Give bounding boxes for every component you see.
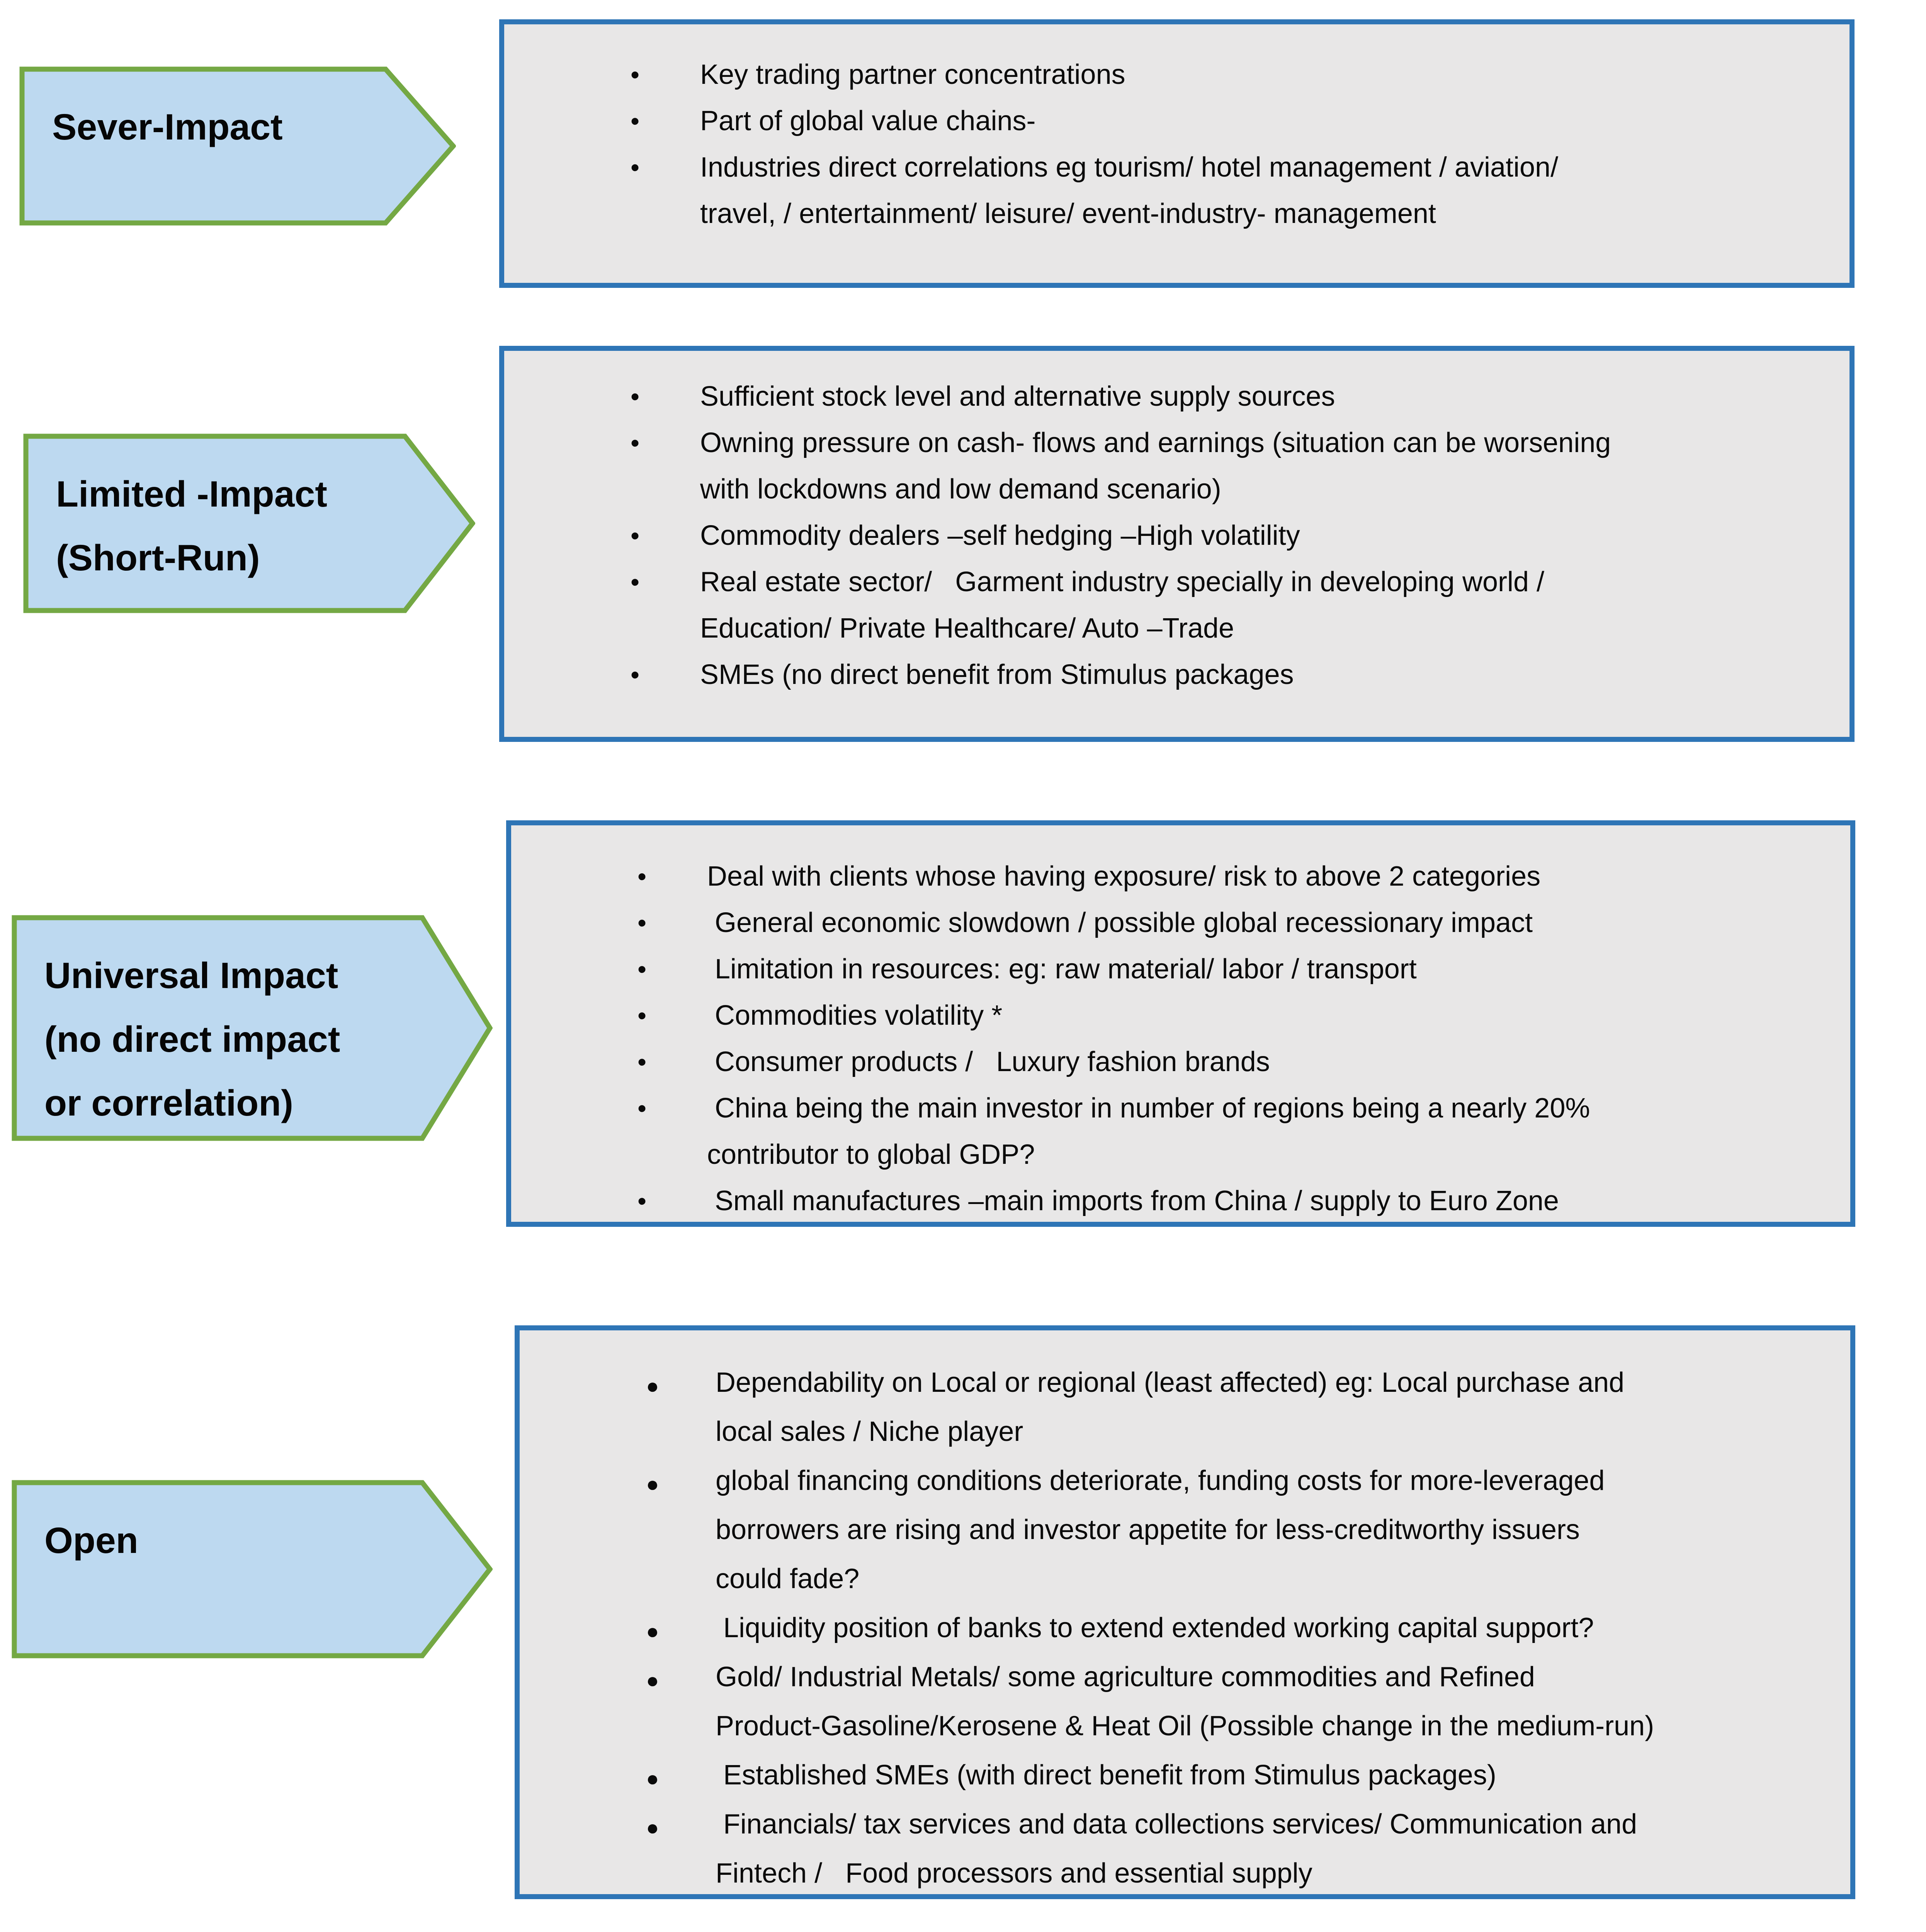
bullet-small-icon: • — [637, 1048, 647, 1076]
list-item: • Consumer products / Luxury fashion bra… — [511, 1039, 1850, 1085]
list-item-text: Commodities volatility * — [707, 1000, 1003, 1031]
bullet-small-icon: • — [631, 153, 640, 182]
arrow-shape-icon — [23, 434, 475, 613]
impact-label: Limited -Impact (Short-Run) — [56, 474, 328, 578]
list-item-text: Part of global value chains- — [700, 105, 1036, 136]
list-item-text: Sufficient stock level and alternative s… — [700, 381, 1335, 412]
bullet-small-icon: • — [637, 1187, 647, 1215]
bullet-list: • Deal with clients whose having exposure… — [511, 825, 1850, 1224]
list-item: ● Liquidity position of banks to extend … — [520, 1604, 1850, 1653]
impact-label: Sever-Impact — [52, 107, 283, 148]
impact-detail-box: • Key trading partner concentrations • Part… — [499, 19, 1855, 288]
list-item: • Commodity dealers –self hedging –High v… — [504, 512, 1850, 559]
list-item: • Commodities volatility * — [511, 992, 1850, 1039]
list-item: ● Established SMEs (with direct benefit … — [520, 1751, 1850, 1800]
impact-detail-box: • Sufficient stock level and alternative … — [499, 346, 1855, 742]
bullet-small-icon: • — [637, 862, 647, 891]
list-item-text: Financials/ tax services and data collec… — [716, 1809, 1637, 1889]
bullet-list: • Key trading partner concentrations • Part… — [504, 24, 1850, 237]
impact-label-arrow: Open — [12, 1480, 493, 1658]
list-item: • Part of global value chains- — [504, 98, 1850, 144]
list-item-text: Liquidity position of banks to extend ex… — [716, 1612, 1594, 1643]
bullet-large-icon: ● — [646, 1668, 659, 1692]
list-item: • Sufficient stock level and alternative … — [504, 373, 1850, 420]
bullet-small-icon: • — [631, 107, 640, 135]
bullet-list: • Sufficient stock level and alternative … — [504, 351, 1850, 698]
list-item-text: Deal with clients whose having exposure/… — [707, 861, 1541, 892]
arrow-shape-icon — [12, 915, 493, 1141]
impact-label: Open — [44, 1520, 138, 1561]
impact-label-arrow: Universal Impact (no direct impact or co… — [12, 915, 493, 1141]
bullet-small-icon: • — [637, 955, 647, 983]
list-item-text: Limitation in resources: eg: raw materia… — [707, 954, 1417, 985]
arrow-shape-icon — [12, 1480, 493, 1658]
list-item: ● Gold/ Industrial Metals/ some agricultu… — [520, 1653, 1850, 1751]
list-item: • Small manufactures –main imports from … — [511, 1178, 1850, 1224]
impact-detail-box: • Deal with clients whose having exposure… — [506, 820, 1855, 1227]
bullet-small-icon: • — [631, 660, 640, 689]
list-item: • Owning pressure on cash- flows and earn… — [504, 420, 1850, 512]
list-item: • Key trading partner concentrations — [504, 51, 1850, 98]
list-item-text: global financing conditions deteriorate,… — [716, 1465, 1605, 1594]
bullet-small-icon: • — [637, 1001, 647, 1030]
list-item-text: China being the main investor in number … — [707, 1093, 1590, 1170]
list-item: ● Dependability on Local or regional (lea… — [520, 1358, 1850, 1456]
list-item-text: Small manufactures –main imports from Ch… — [707, 1185, 1559, 1216]
list-item-text: SMEs (no direct benefit from Stimulus pa… — [700, 659, 1294, 690]
list-item-text: Commodity dealers –self hedging –High vo… — [700, 520, 1300, 551]
bullet-large-icon: ● — [646, 1766, 659, 1791]
list-item: • Limitation in resources: eg: raw mater… — [511, 946, 1850, 992]
list-item-text: Gold/ Industrial Metals/ some agricultur… — [716, 1662, 1654, 1742]
list-item: • China being the main investor in numbe… — [511, 1085, 1850, 1178]
bullet-small-icon: • — [631, 568, 640, 596]
list-item: • Deal with clients whose having exposure… — [511, 853, 1850, 900]
list-item: • Real estate sector/ Garment industry sp… — [504, 559, 1850, 651]
list-item-text: General economic slowdown / possible glo… — [707, 907, 1533, 938]
bullet-small-icon: • — [631, 382, 640, 411]
list-item-text: Established SMEs (with direct benefit fr… — [716, 1760, 1496, 1791]
bullet-large-icon: ● — [646, 1472, 659, 1496]
list-item: ● Financials/ tax services and data coll… — [520, 1800, 1850, 1898]
bullet-large-icon: ● — [646, 1619, 659, 1643]
list-item: • SMEs (no direct benefit from Stimulus p… — [504, 651, 1850, 698]
list-item: • General economic slowdown / possible g… — [511, 900, 1850, 946]
list-item: ● global financing conditions deteriorate… — [520, 1456, 1850, 1604]
list-item-text: Industries direct correlations eg touris… — [700, 152, 1559, 229]
bullet-list: ● Dependability on Local or regional (lea… — [520, 1330, 1850, 1898]
list-item: • Industries direct correlations eg touri… — [504, 144, 1850, 237]
impact-detail-box: ● Dependability on Local or regional (lea… — [515, 1325, 1855, 1899]
bullet-large-icon: ● — [646, 1374, 659, 1398]
bullet-small-icon: • — [637, 908, 647, 937]
bullet-small-icon: • — [631, 60, 640, 89]
bullet-small-icon: • — [631, 429, 640, 457]
list-item-text: Real estate sector/ Garment industry spe… — [700, 566, 1545, 644]
list-item-text: Consumer products / Luxury fashion brand… — [707, 1046, 1270, 1077]
list-item-text: Key trading partner concentrations — [700, 59, 1125, 90]
arrow-shape-icon — [19, 66, 456, 226]
list-item-text: Dependability on Local or regional (leas… — [716, 1367, 1625, 1447]
impact-label-arrow: Sever-Impact — [19, 66, 456, 226]
list-item-text: Owning pressure on cash- flows and earni… — [700, 427, 1611, 505]
bullet-large-icon: ● — [646, 1815, 659, 1840]
impact-label: Universal Impact (no direct impact or co… — [44, 955, 340, 1124]
bullet-small-icon: • — [637, 1094, 647, 1122]
bullet-small-icon: • — [631, 521, 640, 550]
impact-label-arrow: Limited -Impact (Short-Run) — [23, 434, 475, 613]
